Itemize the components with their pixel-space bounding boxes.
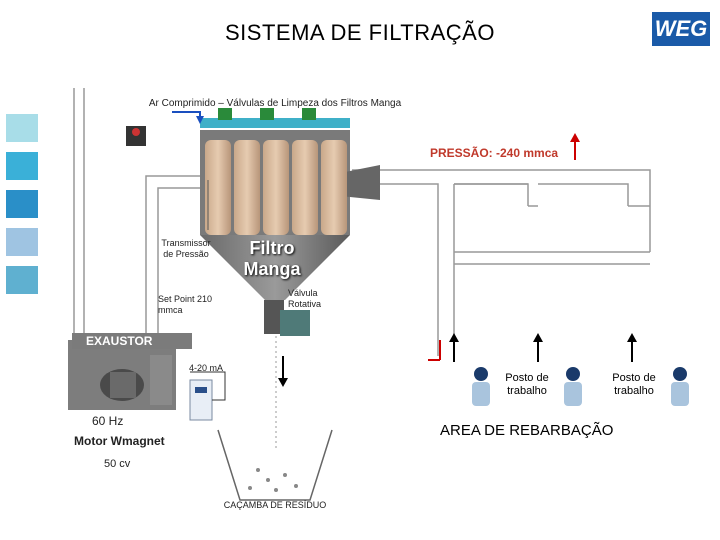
rotary-valve-body [264, 300, 284, 334]
exhauster-label: EXAUSTOR [72, 333, 192, 349]
frequency-inverter [189, 379, 213, 421]
decorative-square [6, 114, 38, 142]
decorative-square [6, 228, 38, 256]
filter-label: Filtro Manga [243, 238, 301, 279]
duct-left [145, 175, 200, 335]
dumpster [217, 429, 333, 501]
decorative-square [6, 152, 38, 180]
air-manifold [200, 118, 350, 128]
transmitter-label: Transmissor de Pressão [161, 238, 211, 259]
rotary-valve-motor [280, 310, 310, 336]
worker-figures [472, 367, 689, 406]
filter-hopper [200, 235, 350, 300]
motor-label: Motor Wmagnet [74, 434, 165, 448]
signal-label: 4-20 mA [188, 363, 223, 373]
power-label: 50 cv [104, 458, 131, 470]
rotary-valve-label: Válvula Rotativa [288, 288, 322, 309]
waste-debris [248, 468, 298, 492]
filter-bags [205, 140, 347, 235]
air-line [172, 111, 201, 120]
decorative-square [6, 190, 38, 218]
decorative-square [6, 266, 38, 294]
air-supply-label: Ar Comprimido – Válvulas de Limpeza dos … [148, 98, 402, 109]
page-title: SISTEMA DE FILTRAÇÃO [225, 20, 495, 45]
cleaning-valves [218, 108, 316, 120]
workstation-label: Posto de trabalho [505, 372, 549, 397]
pressure-readout: PRESSÃO: -240 mmca [430, 146, 559, 160]
main-duct [352, 169, 651, 356]
workstation-label: Posto de trabalho [612, 372, 656, 397]
frequency-label: 60 Hz [92, 414, 124, 428]
work-area-label: AREA DE REBARBAÇÃO [440, 422, 614, 439]
setpoint-label: Set Point 210 mmca [158, 294, 213, 315]
dumpster-label: CAÇAMBA DE RESÍDUO [223, 500, 327, 510]
exhaust-stack [73, 88, 85, 340]
weg-logo: WEG [652, 12, 710, 46]
